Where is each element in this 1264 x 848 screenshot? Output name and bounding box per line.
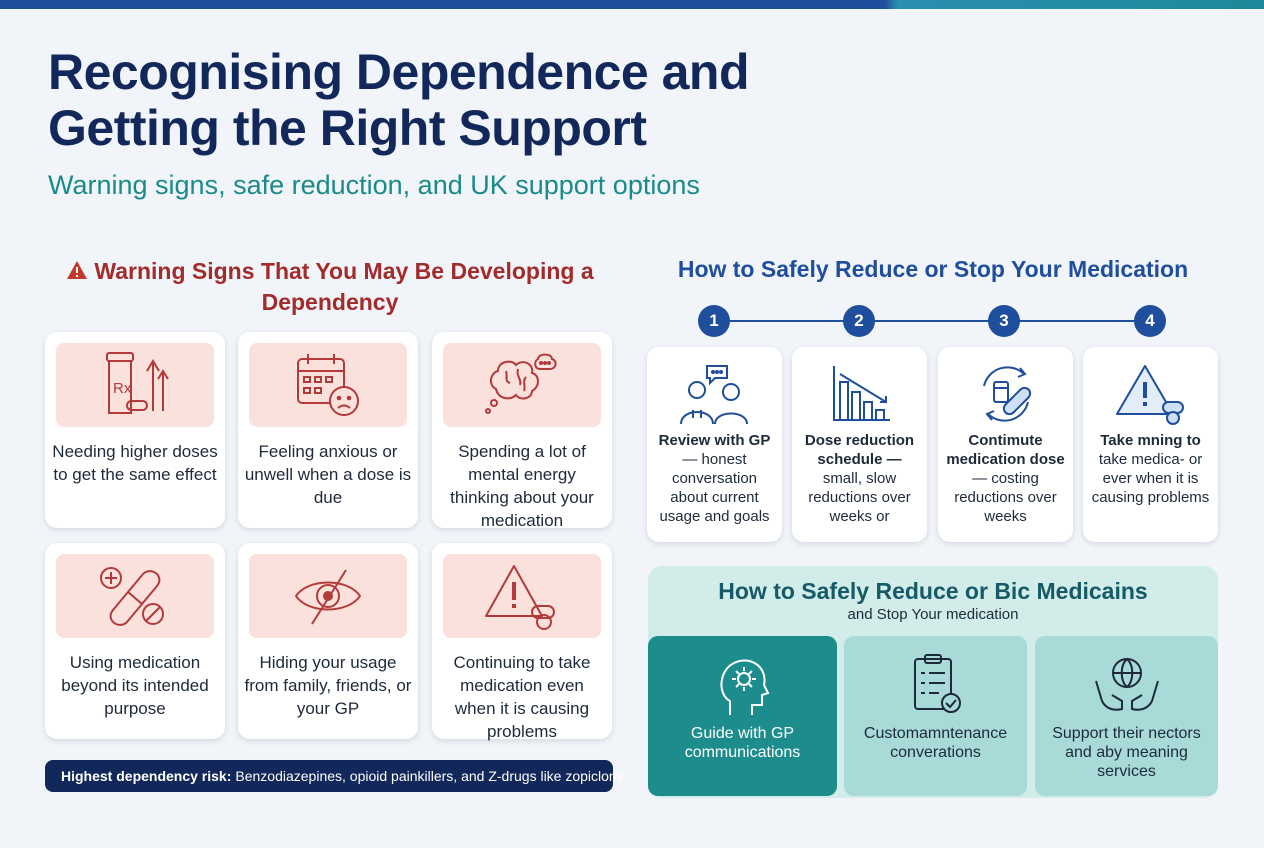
warning-signs-heading: Warning Signs That You May Be Developing… [60, 256, 600, 318]
warning-card-beyond-purpose: Using medication beyond its intended pur… [45, 543, 225, 739]
step-number-2: 2 [843, 305, 875, 337]
doctor-patient-icon [647, 361, 782, 427]
svg-text:Rx: Rx [113, 380, 132, 397]
step-number-1: 1 [698, 305, 730, 337]
warning-card-continuing: Continuing to take medication even when … [432, 543, 612, 741]
step-text: Review with GP — honest conversation abo… [653, 431, 776, 526]
warning-card-text: Continuing to take medication even when … [453, 653, 591, 741]
step-bold: Review with GP [658, 432, 771, 449]
page-subtitle: Warning signs, safe reduction, and UK su… [48, 170, 700, 200]
warning-card-text: Using medication beyond its intended pur… [61, 653, 209, 718]
support-card-text: Guide with GP communications [684, 725, 801, 761]
step-bold: Take mning to [1100, 432, 1201, 449]
warning-card-text: Hiding your usage from family, friends, … [244, 653, 412, 718]
declining-bar-chart-icon [792, 361, 927, 427]
warning-pills-icon [443, 554, 601, 638]
step-detail: take medica- or ever when it is causing … [1091, 451, 1210, 506]
step-card-review-gp: Review with GP — honest conversation abo… [647, 347, 782, 542]
support-panel: How to Safely Reduce or Bic Medicains an… [648, 566, 1218, 798]
warning-card-text: Feeling anxious or unwell when a dose is… [244, 442, 412, 507]
eye-crossed-icon [249, 554, 407, 638]
warning-card-text: Spending a lot of mental energy thinking… [450, 442, 594, 530]
warning-card-hiding-usage: Hiding your usage from family, friends, … [238, 543, 418, 739]
capsule-medical-icon [56, 554, 214, 638]
step-detail: — honest conversation about current usag… [659, 451, 770, 525]
warning-pills-icon [1083, 361, 1218, 427]
top-accent-bar [0, 0, 1264, 9]
support-card-text: Support their nectors and aby meaning se… [1052, 725, 1201, 780]
support-card-services: Support their nectors and aby meaning se… [1035, 636, 1218, 796]
steps-connector-line [714, 320, 1150, 322]
warning-triangle-icon [67, 261, 88, 279]
reduction-heading: How to Safely Reduce or Stop Your Medica… [677, 256, 1189, 282]
step-text: Dose reduction schedule — small, slow re… [798, 431, 921, 526]
warning-card-anxious: Feeling anxious or unwell when a dose is… [238, 332, 418, 528]
step-card-continue-dose: Contimute medication dose — costing redu… [938, 347, 1073, 542]
step-bold: Contimute medication dose [946, 432, 1065, 468]
step-card-dose-schedule: Dose reduction schedule — small, slow re… [792, 347, 927, 542]
support-card-maintenance: Customamntenance converations [844, 636, 1027, 796]
step-number-3: 3 [988, 305, 1020, 337]
step-number-4: 4 [1134, 305, 1166, 337]
support-subtitle: and Stop Your medication [847, 606, 1019, 623]
warning-card-higher-doses: Rx Needing higher doses to get the same … [45, 332, 225, 528]
step-detail: — costing reductions over weeks [954, 470, 1057, 525]
head-gear-icon [648, 650, 837, 720]
step-detail: small, slow reductions over weeks or [808, 470, 911, 525]
support-card-text: Customamntenance converations [863, 725, 1008, 761]
warning-card-text: Needing higher doses to get the same eff… [52, 442, 218, 484]
calendar-sad-face-icon [249, 343, 407, 427]
highest-risk-text: Benzodiazepines, opioid painkillers, and… [235, 768, 625, 784]
pill-bottle-arrow-up-icon: Rx [56, 343, 214, 427]
pills-cycle-icon [938, 361, 1073, 427]
hands-globe-icon [1035, 650, 1218, 720]
support-card-gp-guide: Guide with GP communications [648, 636, 837, 796]
highest-risk-label: Highest dependency risk: [61, 768, 232, 784]
step-bold: Dose reduction schedule — [804, 432, 915, 468]
warning-card-mental-energy: Spending a lot of mental energy thinking… [432, 332, 612, 530]
brain-thought-icon [443, 343, 601, 427]
warning-signs-heading-text: Warning Signs That You May Be Developing… [94, 258, 594, 315]
step-text: Take mning to take medica- or ever when … [1089, 431, 1212, 507]
step-text: Contimute medication dose — costing redu… [944, 431, 1067, 526]
support-title: How to Safely Reduce or Bic Medicains [718, 578, 1148, 604]
clipboard-check-icon [844, 650, 1027, 720]
highest-risk-banner: Highest dependency risk: Benzodiazepines… [45, 760, 625, 792]
page-title: Recognising Dependence and Getting the R… [48, 44, 750, 156]
step-card-take-medication: Take mning to take medica- or ever when … [1083, 347, 1218, 542]
